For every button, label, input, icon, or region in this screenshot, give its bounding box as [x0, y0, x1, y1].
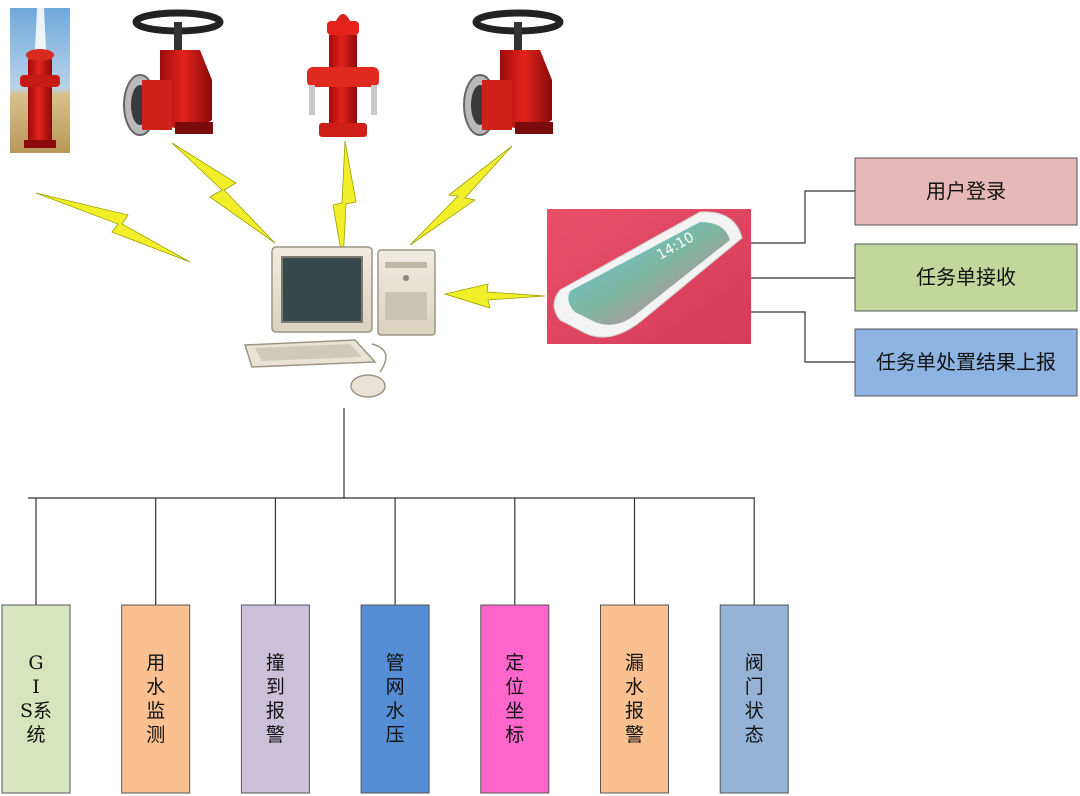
connector-line — [751, 311, 855, 363]
fire-valve-icon — [123, 9, 224, 136]
phone-function-task-report: 任务单处置结果上报 — [854, 328, 1078, 397]
module-box-bg — [600, 604, 669, 794]
module-label-char: 警 — [625, 724, 644, 746]
connector-line — [751, 190, 855, 244]
module-label-char: 报 — [266, 700, 285, 722]
computer-icon — [243, 246, 436, 398]
module-label-char: S系 — [20, 700, 52, 722]
module-label-char: 状 — [745, 700, 764, 722]
module-label-char: 监 — [146, 700, 165, 722]
module-box-bg — [1, 604, 71, 794]
module-label-char: 压 — [386, 724, 405, 746]
module-label-char: 警 — [266, 724, 285, 746]
wireless-link-icon — [332, 140, 357, 263]
phone-function-label: 用户登录 — [926, 179, 1006, 203]
smartphone-icon: 14:10 — [547, 209, 751, 344]
module-label-char: 位 — [505, 676, 524, 698]
module-box-bg — [121, 604, 191, 794]
module-box-bg — [480, 604, 550, 794]
module-label-char: 报 — [625, 700, 644, 722]
module-drop-lines — [35, 498, 755, 605]
module-label-char: 到 — [266, 676, 285, 698]
module-label-char: 水 — [146, 676, 165, 698]
module-label-char: 用 — [146, 652, 165, 674]
module-label-char: 阀 — [745, 652, 764, 674]
phone-function-task-receive: 任务单接收 — [854, 243, 1078, 312]
module-label-char: 漏 — [625, 652, 644, 674]
fire-valve-icon — [463, 9, 564, 136]
module-label-char: 标 — [505, 724, 524, 746]
module-label-char: 管 — [386, 652, 405, 674]
module-label-char: I — [32, 676, 40, 698]
phone-function-label: 任务单接收 — [916, 265, 1016, 289]
module-box-bg — [360, 604, 430, 794]
module-label-char: 统 — [26, 724, 45, 746]
wireless-link-icon — [409, 145, 513, 246]
module-box-bg — [240, 604, 310, 794]
fire-hydrant-icon — [307, 14, 379, 137]
wireless-link-icon — [35, 192, 191, 263]
wireless-link-icon — [171, 142, 276, 244]
module-label-char: 撞 — [266, 652, 285, 674]
module-label-char: 态 — [745, 724, 764, 746]
module-label-char: G — [28, 652, 43, 674]
wireless-link-icon — [443, 283, 546, 309]
phone-function-login: 用户登录 — [854, 157, 1078, 226]
module-label-char: 门 — [745, 676, 764, 698]
phone-function-label: 任务单处置结果上报 — [876, 350, 1056, 374]
module-label-char: 水 — [386, 700, 405, 722]
module-label-char: 坐 — [505, 700, 524, 722]
module-label-char: 网 — [386, 676, 405, 698]
module-label-char: 定 — [505, 652, 524, 674]
module-box-bg — [719, 604, 789, 794]
spraying-hydrant-icon — [10, 8, 70, 153]
module-label-char: 水 — [625, 676, 644, 698]
module-label-char: 测 — [146, 724, 165, 746]
